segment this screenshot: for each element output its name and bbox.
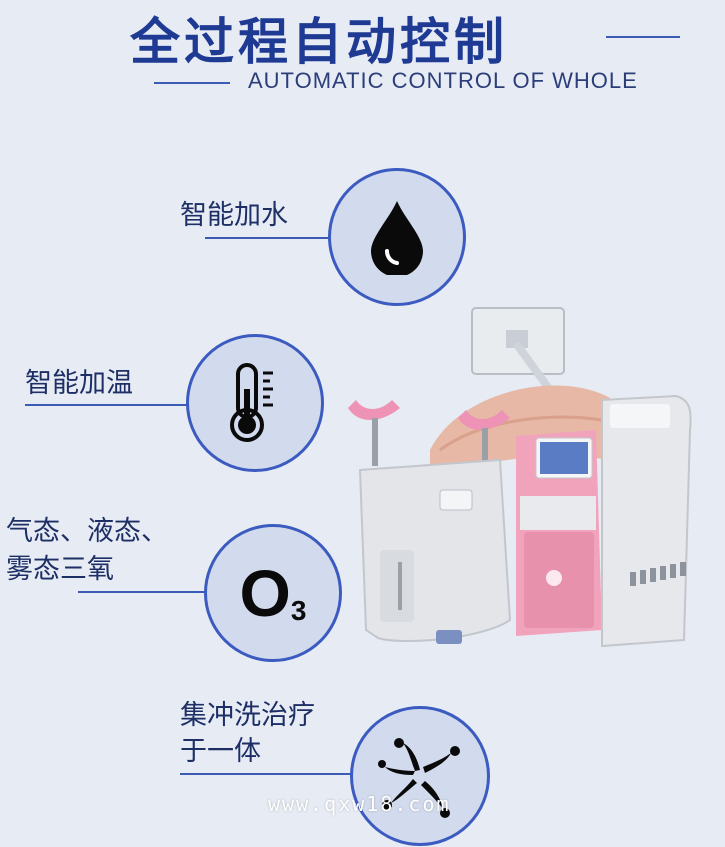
watermark: www.qxw18.com	[268, 792, 451, 816]
page-title: 全过程自动控制	[130, 12, 508, 71]
treatment-machine-image	[348, 307, 692, 648]
feature-label-integrated-line1: 集冲洗治疗	[180, 700, 315, 731]
feature-leader	[205, 237, 330, 239]
o3-icon: O3	[239, 556, 307, 630]
subtitle-rule-left	[154, 82, 230, 84]
feature-circle-ozone: O3	[204, 524, 342, 662]
feature-leader	[78, 591, 206, 593]
feature-circle-water	[328, 168, 466, 306]
page-subtitle: AUTOMATIC CONTROL OF WHOLE	[248, 68, 638, 93]
feature-label-ozone-line2: 雾态三氧	[6, 554, 114, 585]
feature-leader	[25, 404, 187, 406]
feature-label-heating: 智能加温	[25, 368, 133, 399]
feature-label-water: 智能加水	[180, 200, 288, 231]
feature-label-ozone-line1: 气态、液态、	[6, 516, 168, 547]
feature-leader	[180, 773, 352, 775]
feature-circle-heating	[186, 334, 324, 472]
feature-circle-integrated	[350, 706, 490, 846]
water-drop-icon	[371, 201, 423, 275]
title-rule-right	[606, 36, 680, 38]
feature-label-integrated-line2: 于一体	[180, 736, 261, 767]
swirl-icon	[378, 738, 460, 818]
thermometer-icon	[230, 363, 273, 442]
